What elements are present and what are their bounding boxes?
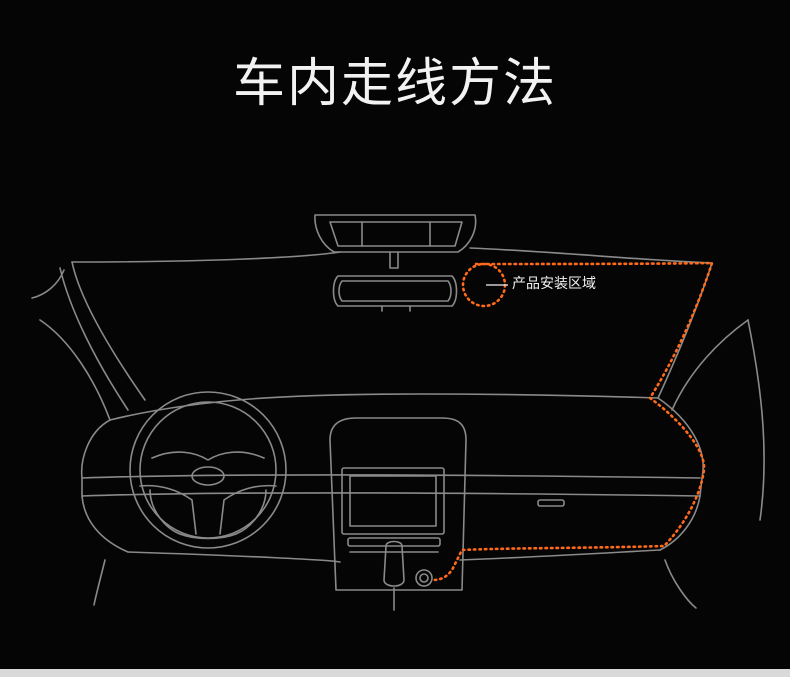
dashboard-top — [109, 393, 659, 421]
rear-view-mirror — [314, 214, 477, 253]
left-a-pillar — [71, 261, 146, 401]
cable-route — [430, 261, 714, 582]
dashcam-device — [332, 275, 458, 307]
left-a-pillar-inner — [59, 267, 129, 411]
glovebox-handle — [537, 499, 565, 507]
left-side-window — [31, 269, 65, 299]
mirror-mount — [389, 251, 399, 269]
dashboard-left-end — [80, 419, 129, 553]
right-door-line — [747, 319, 765, 521]
gear-shift — [383, 540, 405, 587]
center-console — [329, 417, 467, 591]
left-door-line — [39, 319, 111, 421]
right-side-window — [671, 319, 749, 411]
steering-wheel — [129, 391, 287, 549]
power-socket — [415, 569, 433, 587]
windshield-top-edge — [71, 247, 713, 264]
dashboard-lower — [81, 492, 701, 497]
bottom-bar — [0, 669, 790, 677]
dashboard-bottom — [127, 549, 661, 563]
mirror-inner-panel — [329, 221, 463, 247]
page-title: 车内走线方法 — [232, 54, 557, 114]
dashboard-front — [81, 474, 701, 479]
infotainment-screen — [341, 467, 445, 535]
install-area-label: 产品安装区域 — [512, 276, 596, 292]
